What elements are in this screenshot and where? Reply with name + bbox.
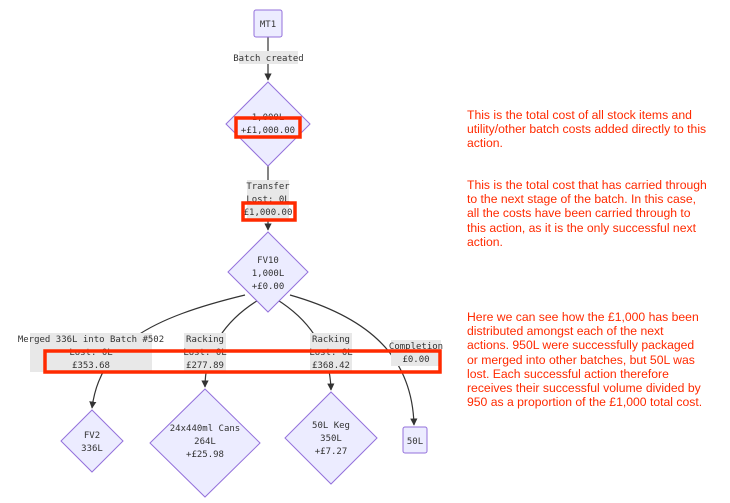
node-fv10-name: FV10 [257,256,279,266]
node-keg: 50L Keg 350L +£7.27 [284,391,378,485]
racking2-action: Racking [312,335,350,345]
node-fv2: FV2 336L [60,409,124,473]
completion-cost: £0.00 [402,355,429,365]
racking2-lost: Lost: 0L [309,348,352,358]
merged-action: Merged 336L into Batch #502 [18,335,164,345]
node-fv10-volume: 1,000L [252,269,285,279]
node-fv10-cost: +£0.00 [252,282,285,292]
transfer-action: Transfer [246,182,290,192]
node-50l-label: 50L [407,437,423,447]
highlight-batch-cost [234,116,302,139]
racking1-action: Racking [186,335,224,345]
edge-label-batch-created: Batch created [233,51,304,64]
node-mt1-label: MT1 [260,20,276,30]
node-cans-volume: 264L [194,437,216,447]
node-batch: 1,000L +£1,000.00 [225,81,311,167]
merged-lost: Lost: 0L [69,348,112,358]
merged-cost: £353.68 [72,361,110,371]
completion-action: Completion [389,342,443,352]
highlight-transfer-cost [241,201,297,222]
transfer-lost: Lost: 0L [246,195,289,205]
node-keg-volume: 350L [320,434,342,444]
node-cans-name: 24x440ml Cans [170,424,240,434]
node-fv2-volume: 336L [81,444,103,454]
annotation-carried-cost: This is the total cost that has carried … [467,178,707,249]
annotation-distribution: Here we can see how the £1,000 has been … [467,310,703,410]
node-50l: 50L [402,426,428,454]
node-cans: 24x440ml Cans 264L +£25.98 [149,388,261,498]
edge-label-transfer: Transfer Lost: 0L £1,000.00 [244,180,293,219]
racking1-lost: Lost: 0L [183,348,226,358]
highlight-split-costs [43,349,442,374]
node-cans-cost: +£25.98 [186,450,224,460]
node-keg-name: 50L Keg [312,421,350,431]
node-keg-cost: +£7.27 [315,447,348,457]
edge-label-completion: Completion £0.00 [389,340,443,366]
svg-text:Batch created: Batch created [233,54,303,64]
annotation-batch-cost: This is the total cost of all stock item… [467,108,707,151]
edge-fv10-to-50l [289,294,418,426]
racking2-cost: £368.42 [312,361,350,371]
node-fv2-name: FV2 [84,431,100,441]
node-batch-cost: +£1,000.00 [241,126,295,136]
transfer-cost: £1,000.00 [244,208,293,218]
racking1-cost: £277.89 [186,361,224,371]
node-mt1: MT1 [253,9,283,38]
node-fv10: FV10 1,000L +£0.00 [227,231,309,313]
